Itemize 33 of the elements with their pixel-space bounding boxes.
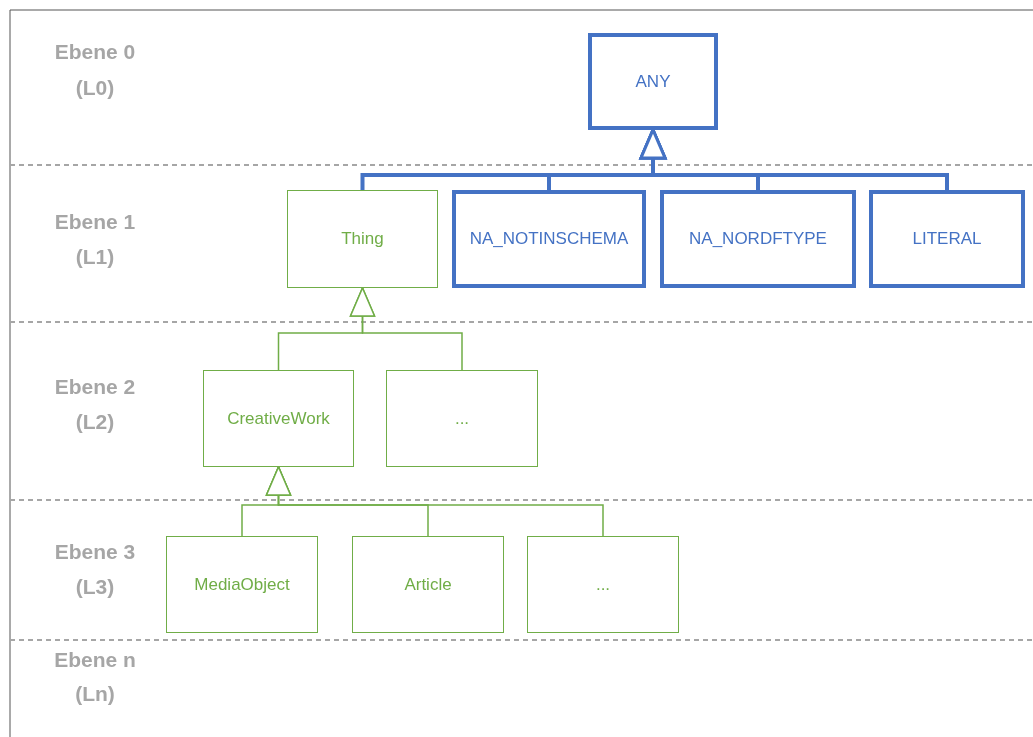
class-box	[386, 370, 538, 467]
class-box	[203, 370, 354, 467]
level-label: Ebene 2	[53, 375, 137, 399]
class-name: LITERAL	[912, 229, 982, 249]
level-label: Ebene n	[53, 648, 137, 672]
class-name: MediaObject	[194, 574, 290, 595]
level-label: (L3)	[74, 575, 116, 599]
level-label: (L0)	[74, 76, 116, 100]
class-box	[166, 536, 318, 633]
level-label: Ebene 3	[53, 540, 137, 564]
class-name: ...	[595, 574, 611, 595]
class-name: Thing	[341, 229, 384, 249]
class-box	[869, 190, 1025, 288]
level-label: (Ln)	[74, 682, 116, 706]
class-box	[287, 190, 438, 288]
class-name: CreativeWork	[227, 408, 330, 429]
level-label: (L2)	[74, 410, 116, 434]
class-name: NA_NORDFTYPE	[689, 229, 827, 249]
class-name: ANY	[635, 71, 671, 92]
class-box	[660, 190, 856, 288]
class-box	[452, 190, 646, 288]
level-label: Ebene 1	[53, 210, 137, 234]
inheritance-arrow	[265, 466, 604, 537]
inheritance-arrow	[349, 287, 463, 371]
level-label: Ebene 0	[53, 40, 137, 64]
class-name: Article	[404, 574, 452, 595]
level-label: (L1)	[74, 245, 116, 269]
inheritance-arrow	[639, 128, 949, 190]
class-box	[352, 536, 504, 633]
class-box	[588, 33, 718, 130]
class-box	[527, 536, 679, 633]
class-name: ...	[454, 408, 470, 429]
class-name: NA_NOTINSCHEMA	[469, 229, 629, 249]
